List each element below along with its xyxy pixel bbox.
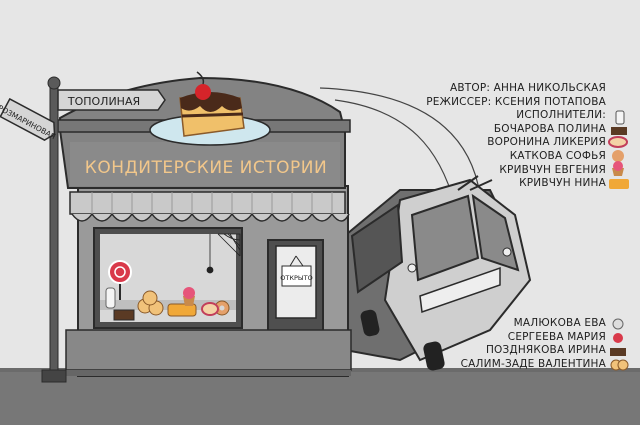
donut-icon xyxy=(612,150,624,162)
trolleybus-illustration xyxy=(328,175,532,371)
milk-bottle-icon xyxy=(615,110,625,125)
store-building xyxy=(57,76,352,377)
milk-bottle-icon xyxy=(105,287,116,309)
chocolate-icon xyxy=(611,127,627,135)
credit-line: МАЛЮКОВА ЕВА xyxy=(513,317,606,329)
credit-line: КАТКОВА СОФЬЯ xyxy=(509,149,606,162)
credit-line: ИСПОЛНИТЕЛИ: xyxy=(516,109,606,122)
roll-cake-icon xyxy=(608,136,628,148)
spiderweb-icon xyxy=(206,233,241,274)
credit-line: ВОРОНИНА ЛИКЕРИЯ xyxy=(487,136,606,149)
store-title: КОНДИТЕРСКИЕ ИСТОРИИ xyxy=(85,158,327,178)
street-sign-topolinaya xyxy=(57,89,166,111)
mouse-icon xyxy=(612,318,624,330)
lollipop-icon xyxy=(613,333,623,343)
cake-sign xyxy=(149,71,271,146)
credit-line: АВТОР: АННА НИКОЛЬСКАЯ xyxy=(450,82,606,94)
chocolate-icon xyxy=(113,309,135,321)
credit-line: КРИВЧУН НИНА xyxy=(519,177,606,190)
lollipop-icon xyxy=(108,260,132,300)
cookies-icon xyxy=(137,290,164,316)
waffle-icon xyxy=(609,179,629,189)
credit-line: САЛИМ-ЗАДЕ ВАЛЕНТИНА xyxy=(460,357,606,370)
roll-cake-icon xyxy=(201,302,219,316)
credits-icons xyxy=(608,110,629,371)
chocolate-bar-icon xyxy=(610,348,626,356)
cherry-icon xyxy=(195,84,211,100)
credit-line: БОЧАРОВА ПОЛИНА xyxy=(493,122,606,135)
waffle-icon xyxy=(167,303,197,317)
credit-line: ПОЗДНЯКОВА ИРИНА xyxy=(485,344,606,357)
street-lamp-post xyxy=(41,76,67,383)
street-sign-topolinaya-label: ТОПОЛИНАЯ xyxy=(67,95,140,108)
trolley-wire xyxy=(319,87,481,196)
road xyxy=(0,370,640,425)
door-sign-plate xyxy=(281,265,312,287)
credit-line: РЕЖИССЕР: КСЕНИЯ ПОТАПОВА xyxy=(426,95,606,108)
cupcake-icon xyxy=(183,287,195,306)
credit-line: СЕРГЕЕВА МАРИЯ xyxy=(507,330,606,343)
door-sign: ОТКРЫТО xyxy=(280,274,312,282)
street-sign-rozmarinovaya xyxy=(0,97,56,141)
credit-line: КРИВЧУН ЕВГЕНИЯ xyxy=(499,163,606,176)
